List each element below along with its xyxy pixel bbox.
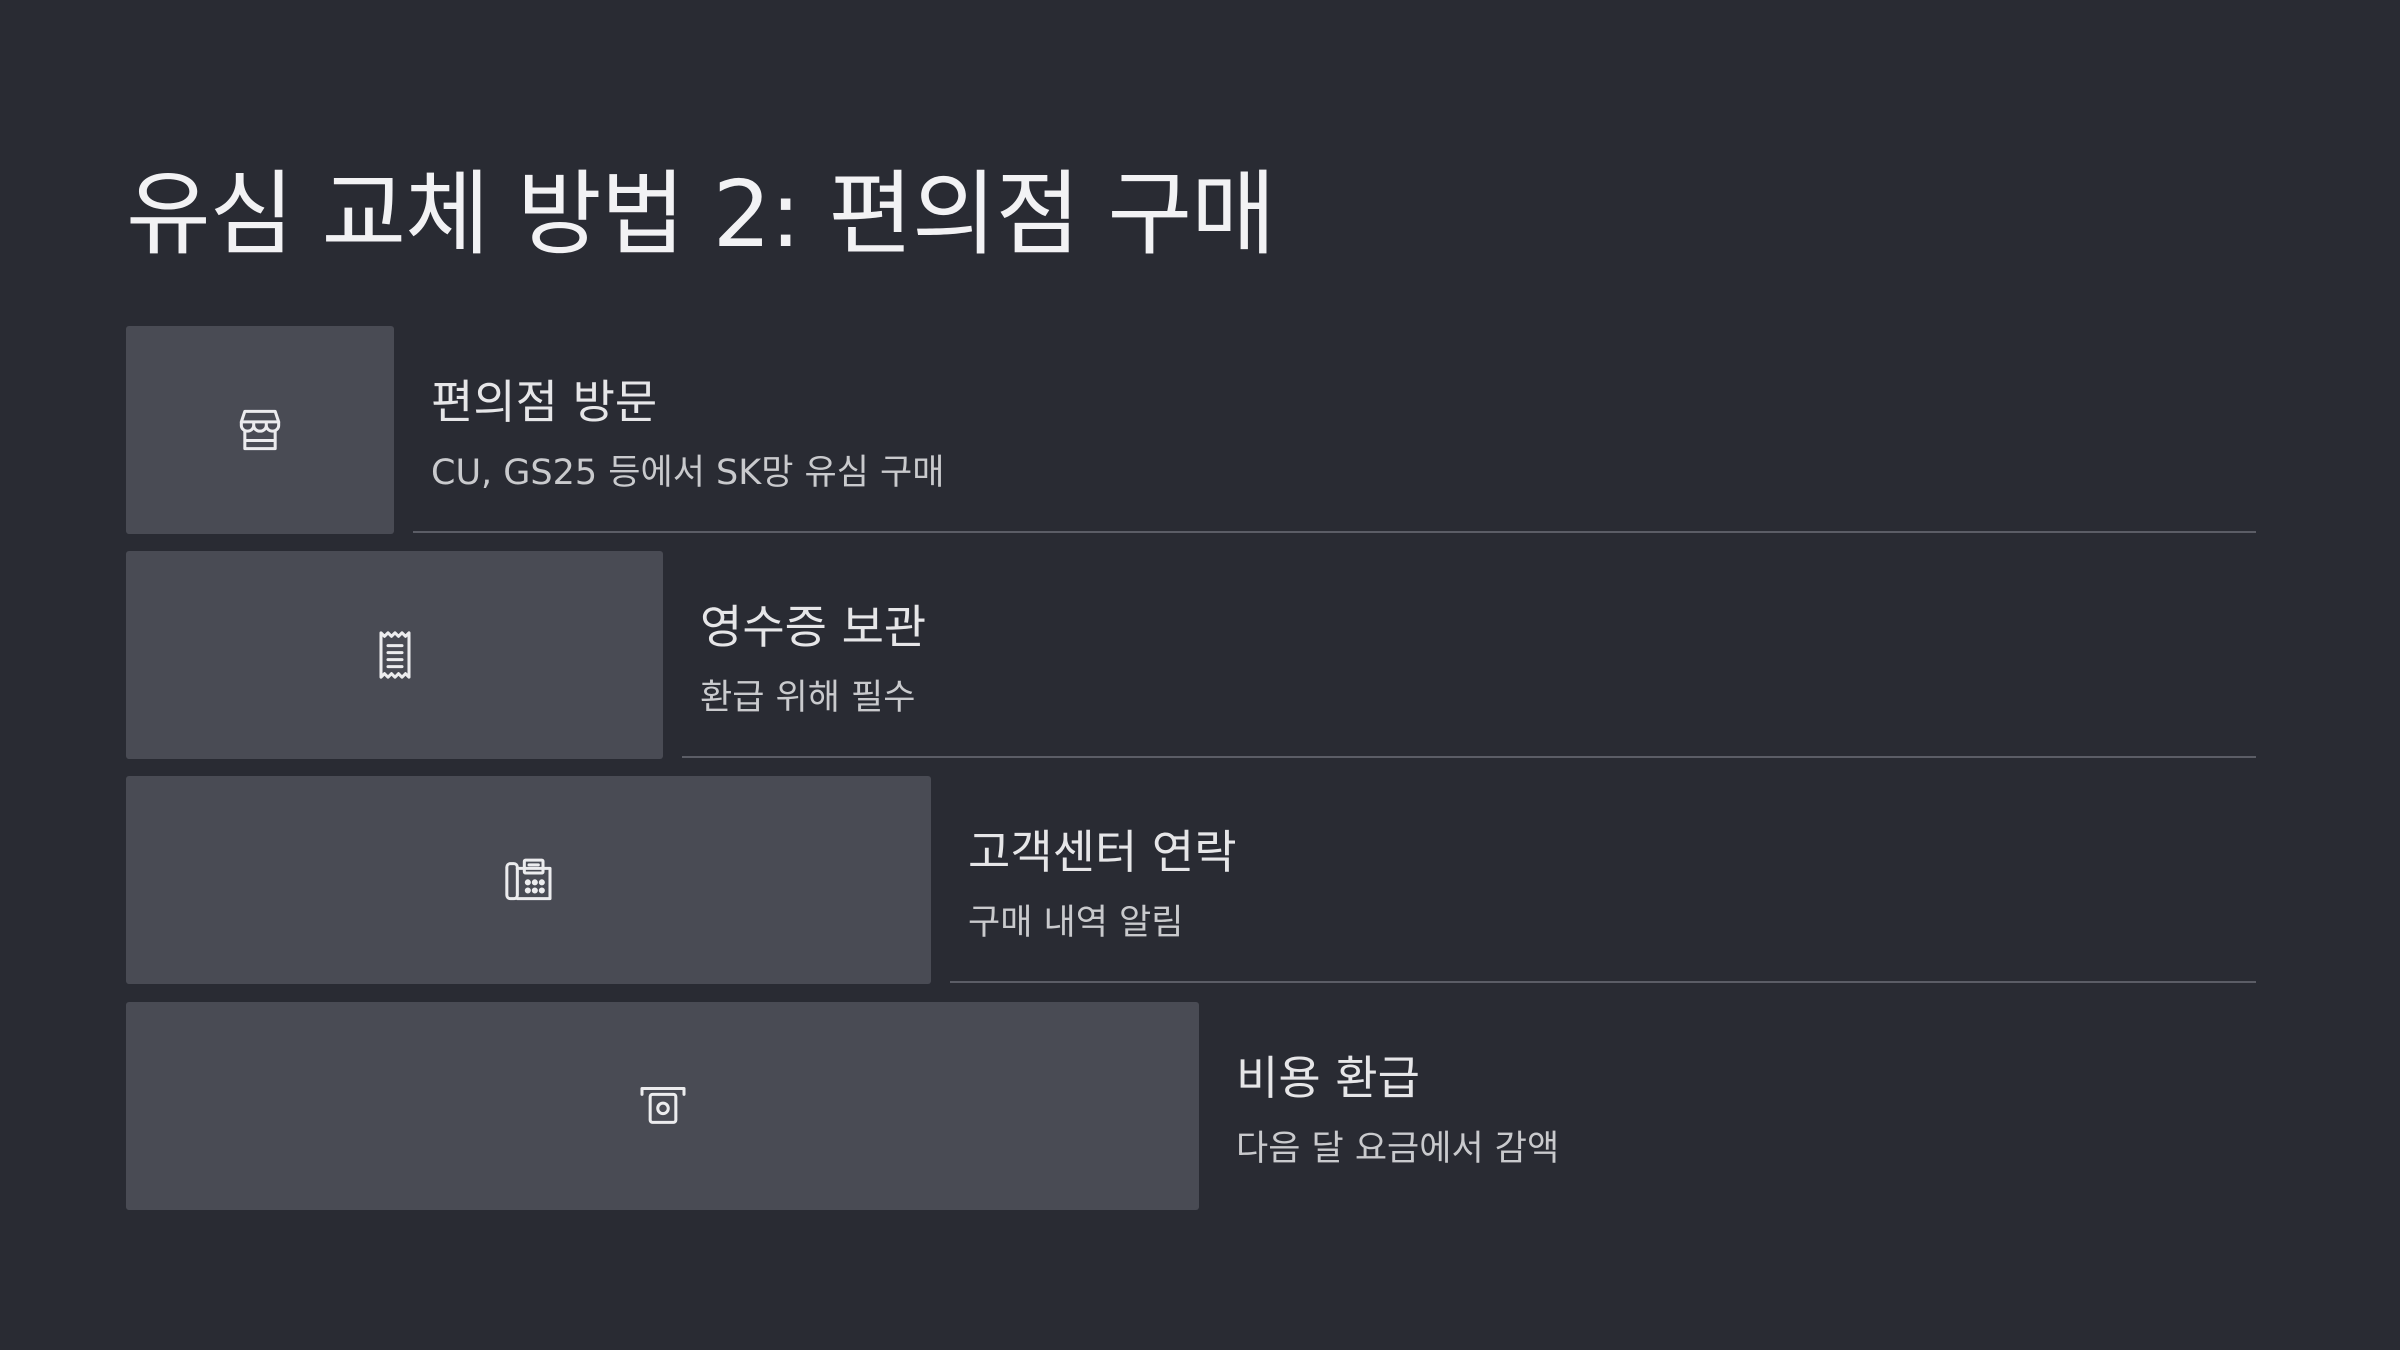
step-icon-box — [126, 776, 931, 984]
step-contact-support: 고객센터 연락 구매 내역 알림 — [126, 776, 2256, 984]
step-divider — [413, 531, 2256, 533]
step-icon-box — [126, 551, 663, 759]
step-icon-box — [126, 326, 394, 534]
step-divider — [682, 756, 2256, 758]
page-title: 유심 교체 방법 2: 편의점 구매 — [126, 161, 1276, 268]
step-description: 구매 내역 알림 — [968, 903, 1184, 943]
step-divider — [950, 981, 2256, 983]
step-refund: 비용 환급 다음 달 요금에서 감액 — [126, 1002, 2256, 1210]
step-heading: 고객센터 연락 — [968, 825, 1237, 879]
step-description: 다음 달 요금에서 감액 — [1236, 1129, 1560, 1169]
step-heading: 편의점 방문 — [431, 375, 658, 429]
step-icon-box — [126, 1002, 1199, 1210]
step-keep-receipt: 영수증 보관 환급 위해 필수 — [126, 551, 2256, 759]
step-description: 환급 위해 필수 — [700, 678, 916, 718]
step-heading: 영수증 보관 — [700, 600, 927, 654]
fax-phone-icon — [504, 858, 552, 901]
store-icon — [239, 409, 281, 451]
step-description: CU, GS25 등에서 SK망 유심 구매 — [431, 453, 945, 493]
payment-icon — [639, 1086, 686, 1124]
step-heading: 비용 환급 — [1236, 1051, 1420, 1105]
step-visit-store: 편의점 방문 CU, GS25 등에서 SK망 유심 구매 — [126, 326, 2256, 534]
receipt-icon — [378, 631, 411, 679]
